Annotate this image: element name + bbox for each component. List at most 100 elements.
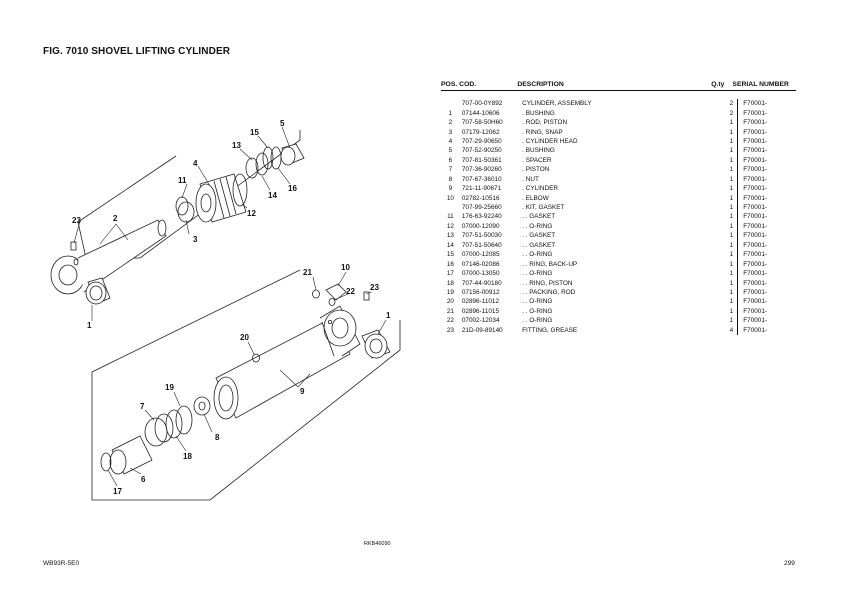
- cell-serial: F70001-: [737, 117, 796, 128]
- cell-serial: F70001-: [737, 231, 796, 241]
- cell-serial: F70001-: [737, 193, 796, 203]
- header-code: COD.: [459, 80, 477, 88]
- cell-serial: F70001-: [737, 202, 796, 213]
- cell-serial: F70001-: [737, 240, 796, 250]
- cell-qty: 1: [729, 204, 734, 212]
- page-number: 299: [784, 560, 795, 567]
- cell-code: 07179-12062: [461, 128, 500, 136]
- cell-description: . BUSHING: [522, 109, 555, 117]
- cell-description: . . O-RING: [522, 307, 553, 315]
- cell-qty: 1: [729, 260, 734, 268]
- frame-upper: [77, 130, 301, 259]
- cell-code: 21D-09-89140: [461, 326, 503, 334]
- callout-3: 3: [193, 235, 198, 244]
- cell-qty: 1: [729, 175, 734, 183]
- cell-pos: 5: [448, 147, 453, 155]
- cell-serial: F70001-: [737, 268, 796, 279]
- cell-serial: F70001-: [737, 297, 796, 307]
- cell-pos: 15: [446, 251, 454, 259]
- cell-code: 02896-11015: [461, 307, 500, 315]
- cell-pos: 10: [446, 194, 454, 202]
- o-ring-15: [262, 146, 274, 170]
- callout-10: 10: [341, 263, 350, 272]
- cell-serial: F70001-: [737, 108, 796, 118]
- callout-13: 13: [232, 141, 241, 150]
- cell-qty: 1: [729, 241, 734, 249]
- callout-9: 9: [300, 387, 305, 396]
- footer-model: WB93R-5E0: [43, 560, 80, 567]
- cell-qty: 1: [729, 147, 734, 155]
- cell-description: . . GASKET: [522, 213, 556, 221]
- figure-title: FIG. 7010 SHOVEL LIFTING CYLINDER: [43, 46, 231, 57]
- header-serial: SERIAL NUMBER: [732, 80, 789, 88]
- grease-fitting-upper: [70, 241, 77, 251]
- cell-code: 07000-12085: [461, 251, 500, 259]
- gasket-13: [245, 157, 259, 179]
- cell-pos: 17: [446, 270, 454, 278]
- cell-serial: F70001-: [737, 316, 796, 326]
- header-description: DESCRIPTION: [517, 80, 564, 88]
- cell-pos: 3: [448, 128, 453, 136]
- grease-fitting-lower: [363, 291, 370, 301]
- cell-qty: 1: [729, 128, 734, 136]
- cell-qty: 1: [729, 317, 734, 325]
- cell-description: . . O-RING: [522, 298, 553, 306]
- cell-pos: 9: [448, 185, 453, 193]
- cell-code: 707-51-50640: [461, 241, 502, 249]
- cell-qty: 1: [729, 213, 734, 221]
- o-ring-12: [232, 173, 248, 207]
- cell-code: 707-67-36010: [461, 175, 502, 183]
- cell-qty: 1: [729, 166, 734, 174]
- cell-code: 707-29-90650: [461, 137, 502, 145]
- cell-pos: 13: [446, 232, 454, 240]
- cell-code: 07000-13050: [461, 270, 500, 278]
- bushing-5: [280, 143, 305, 166]
- cell-code: 707-81-50361: [461, 156, 502, 164]
- callout-17: 17: [113, 487, 122, 496]
- o-ring-21: [312, 289, 320, 299]
- callout-14: 14: [268, 191, 277, 200]
- cell-qty: 1: [729, 307, 734, 315]
- cell-qty: 1: [729, 119, 734, 127]
- cell-pos: 23: [446, 326, 454, 334]
- cell-description: . SPACER: [522, 156, 552, 164]
- cell-qty: 1: [729, 251, 734, 259]
- nut-part: [193, 396, 211, 416]
- parts-table-header: POS. COD. DESCRIPTION Q.ty SERIAL NUMBER: [441, 78, 796, 91]
- cell-description: . ROD, PISTON: [522, 119, 568, 127]
- o-ring-22: [328, 298, 336, 306]
- gasket-11: [175, 196, 189, 216]
- cell-pos: 14: [446, 241, 454, 249]
- cell-code: 07156-00912: [461, 288, 500, 296]
- cell-code: 707-44-90180: [461, 279, 502, 287]
- cell-description: . . O-RING: [522, 317, 553, 325]
- cell-qty: 2: [729, 109, 734, 117]
- callout-7: 7: [140, 402, 145, 411]
- cell-serial: F70001-: [737, 155, 796, 166]
- cell-serial: F70001-: [737, 306, 796, 317]
- cell-qty: 1: [729, 156, 734, 164]
- o-ring-17: [100, 452, 112, 472]
- bushing-upper: [85, 277, 111, 305]
- cell-code: 02896-11012: [461, 298, 500, 306]
- cell-serial: F70001-: [737, 278, 796, 288]
- gasket-14: [255, 152, 269, 176]
- cell-description: . . GASKET: [522, 232, 556, 240]
- cell-pos: 4: [448, 137, 453, 145]
- cell-serial: F70001-: [737, 287, 796, 298]
